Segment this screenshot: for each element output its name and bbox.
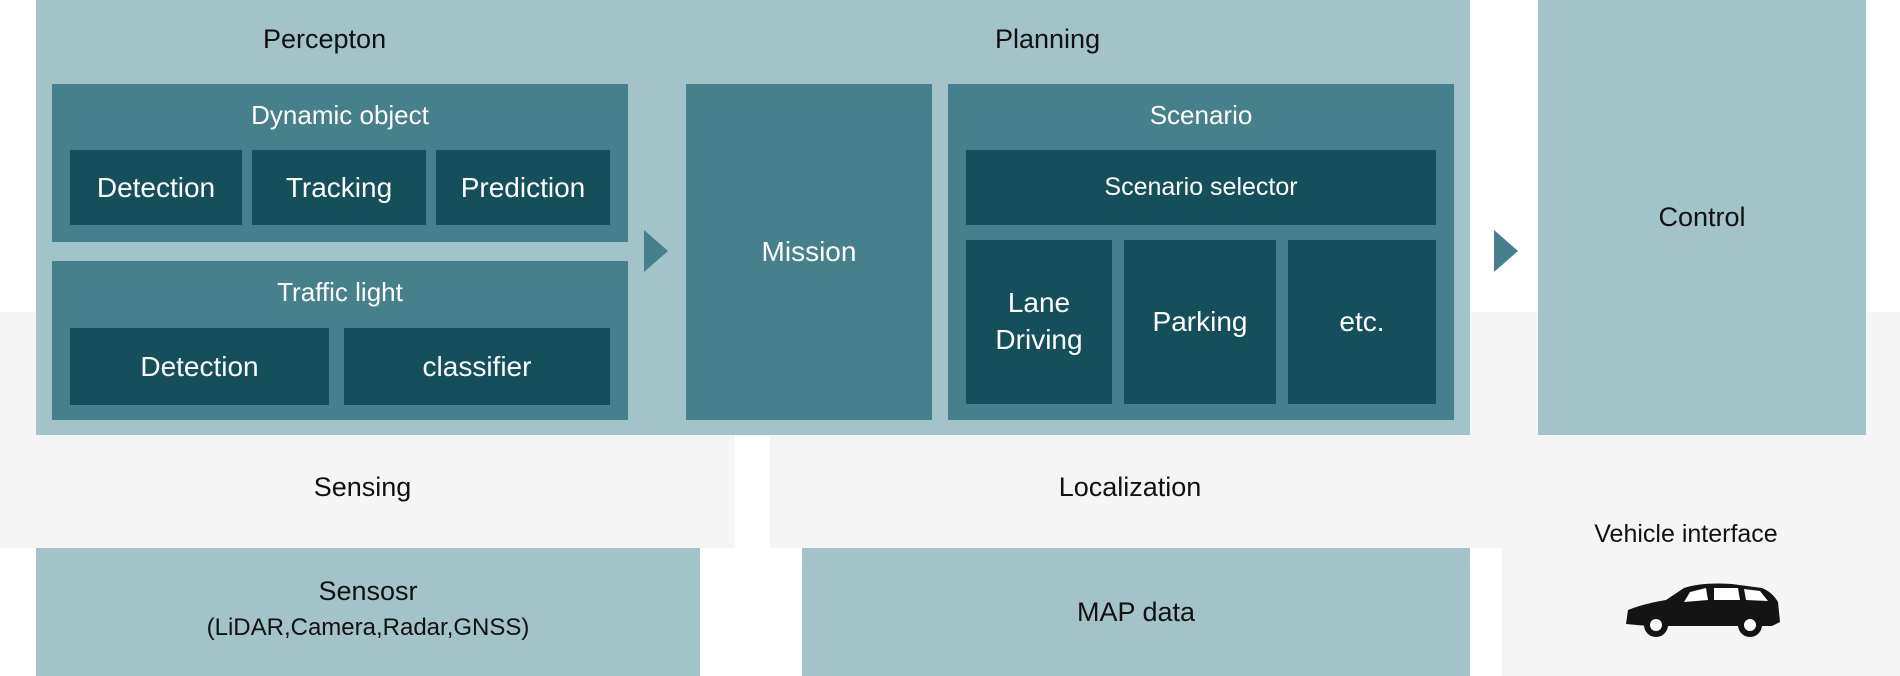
control-box: Control <box>1538 0 1866 435</box>
tracking-box: Tracking <box>252 150 426 225</box>
map-data-box: MAP data <box>802 548 1470 676</box>
perception-title: Percepton <box>263 24 387 54</box>
prediction-box: Prediction <box>436 150 610 225</box>
localization-title: Localization <box>1058 472 1202 502</box>
sensors-label: Sensosr <box>318 576 418 606</box>
sensors-list: (LiDAR,Camera,Radar,GNSS) <box>206 614 530 641</box>
vehicle-interface-title: Vehicle interface <box>1594 520 1778 548</box>
lane-driving-box: Lane Driving <box>966 240 1112 404</box>
dynamic-object-title: Dynamic object <box>251 100 429 130</box>
parking-box: Parking <box>1124 240 1276 404</box>
sensing-title: Sensing <box>313 472 412 502</box>
scenario-selector-box: Scenario selector <box>966 150 1436 225</box>
sensors-box <box>36 548 700 676</box>
scenario-title: Scenario <box>1149 100 1253 130</box>
mission-box: Mission <box>686 84 932 420</box>
classifier-box: classifier <box>344 328 610 405</box>
etc-box: etc. <box>1288 240 1436 404</box>
car-icon <box>1626 583 1780 637</box>
planning-title: Planning <box>995 24 1101 54</box>
traffic-light-title: Traffic light <box>277 277 403 307</box>
arrow-right-icon <box>644 230 668 272</box>
dynamic-detection-box: Detection <box>70 150 242 225</box>
arrow-right-icon <box>1494 230 1518 272</box>
traffic-detection-box: Detection <box>70 328 329 405</box>
